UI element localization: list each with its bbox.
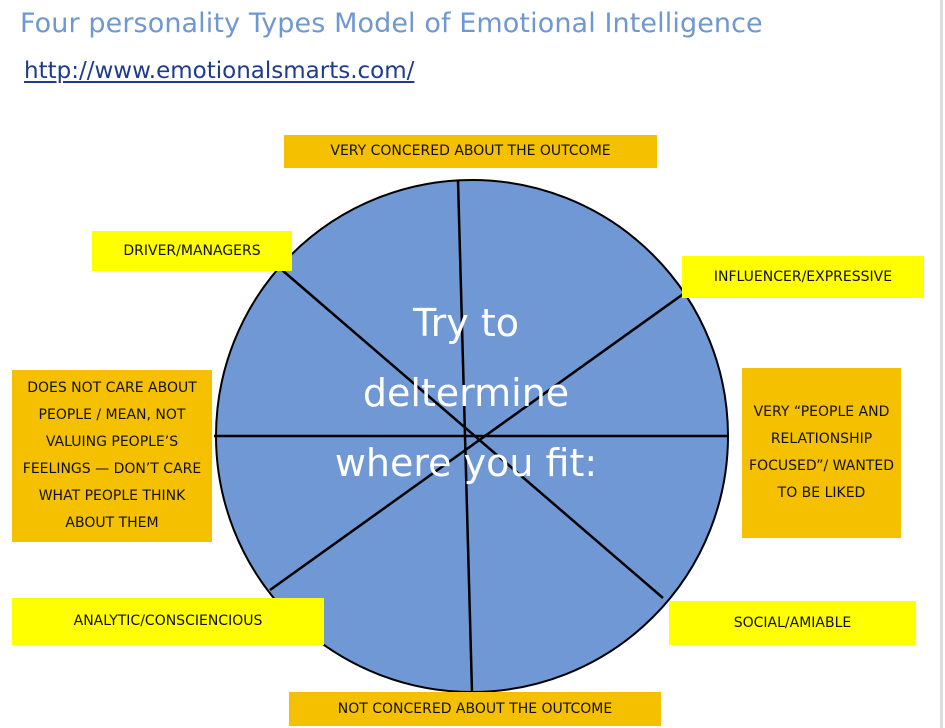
- label-left-description: DOES NOT CARE ABOUT PEOPLE / MEAN, NOT V…: [12, 370, 212, 542]
- label-right-description: VERY “PEOPLE AND RELATIONSHIP FOCUSED”/ …: [742, 368, 901, 538]
- label-not-concerned: NOT CONCERED ABOUT THE OUTCOME: [289, 692, 661, 726]
- center-prompt: Try to deltermine where you fit:: [318, 288, 614, 498]
- label-social-amiable: SOCIAL/AMIABLE: [669, 601, 916, 645]
- label-influencer-expressive: INFLUENCER/EXPRESSIVE: [682, 256, 924, 298]
- label-analytic-conscientious: ANALYTIC/CONSCIENCIOUS: [12, 598, 324, 645]
- page-title: Four personality Types Model of Emotiona…: [20, 8, 763, 39]
- diagonal-driver-social: [281, 269, 664, 599]
- slide-edge: [940, 0, 943, 728]
- center-line-1: Try to: [413, 301, 519, 345]
- source-link[interactable]: http://www.emotionalsmarts.com/: [24, 58, 415, 84]
- center-line-2: deltermine: [362, 371, 570, 415]
- label-very-concerned: VERY CONCERED ABOUT THE OUTCOME: [284, 135, 657, 168]
- center-line-3: where you fit:: [334, 441, 598, 485]
- label-driver-managers: DRIVER/MANAGERS: [92, 231, 292, 271]
- diagonal-influencer-analytic: [269, 280, 701, 592]
